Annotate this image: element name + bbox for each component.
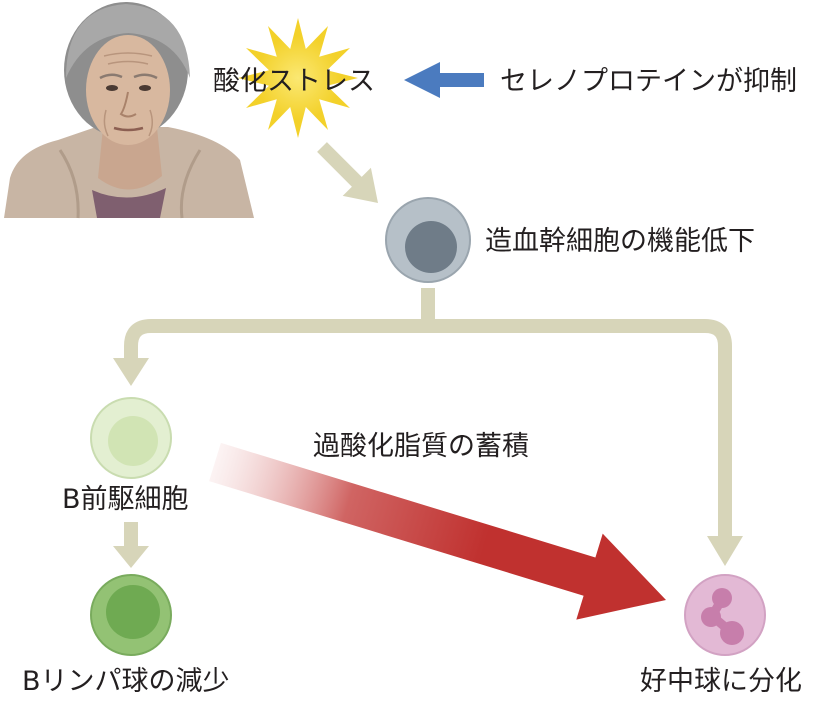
portrait-left-eye — [106, 85, 118, 91]
b-lineage-arrowhead — [113, 546, 149, 568]
b-lymphocyte-decrease-label: Bリンパ球の減少 — [22, 666, 230, 697]
oxidative-stress-label: 酸化ストレス — [213, 66, 375, 97]
neutrophil-outer — [684, 574, 766, 656]
b-lineage-arrow-shaft — [124, 522, 138, 548]
portrait-right-eye — [139, 85, 151, 91]
inhibit-arrow — [404, 62, 484, 98]
portrait-forehead-wrinkles — [103, 52, 153, 65]
branch-connector-line — [124, 319, 732, 538]
hsc-decline-label: 造血幹細胞の機能低下 — [485, 226, 755, 257]
b-lymphocyte-cell-icon — [90, 574, 172, 656]
neutrophil-nucleus-lobe-top — [712, 588, 732, 608]
portrait-eyebrows — [99, 73, 158, 80]
portrait-cardigan-fold — [58, 149, 202, 219]
elderly-woman-icon — [4, 2, 254, 219]
portrait-nose — [119, 91, 137, 118]
portrait-shirt — [92, 188, 166, 218]
neutrophil-nucleus-lobe-bottom — [720, 621, 744, 645]
b-precursor-cell-icon — [90, 397, 172, 479]
stem-cell-nucleus — [405, 221, 457, 273]
neutrophil-nucleus-lobe-middle — [701, 607, 721, 627]
b-lymphocyte-nucleus — [106, 585, 160, 639]
branch-right-arrowhead — [707, 536, 743, 566]
stem-cell-icon — [385, 197, 471, 283]
selenoprotein-inhibit-label: セレノプロテインが抑制 — [500, 66, 797, 97]
portrait-hair-front — [66, 4, 190, 78]
neutrophil-cell-icon — [684, 574, 766, 656]
lipid-peroxide-arrow — [209, 442, 666, 620]
branch-left-arrowhead — [113, 358, 149, 386]
lipid-peroxide-label: 過酸化脂質の蓄積 — [313, 431, 529, 462]
b-precursor-label: B前駆細胞 — [62, 484, 189, 515]
starburst-icon — [238, 18, 358, 138]
portrait-mouth — [113, 126, 144, 132]
portrait-cheek-lines — [103, 109, 153, 137]
b-precursor-nucleus — [108, 416, 158, 466]
neutrophil-differentiation-label: 好中球に分化 — [640, 666, 802, 697]
stress-to-stem-arrow — [317, 142, 378, 203]
portrait-face — [86, 35, 170, 145]
